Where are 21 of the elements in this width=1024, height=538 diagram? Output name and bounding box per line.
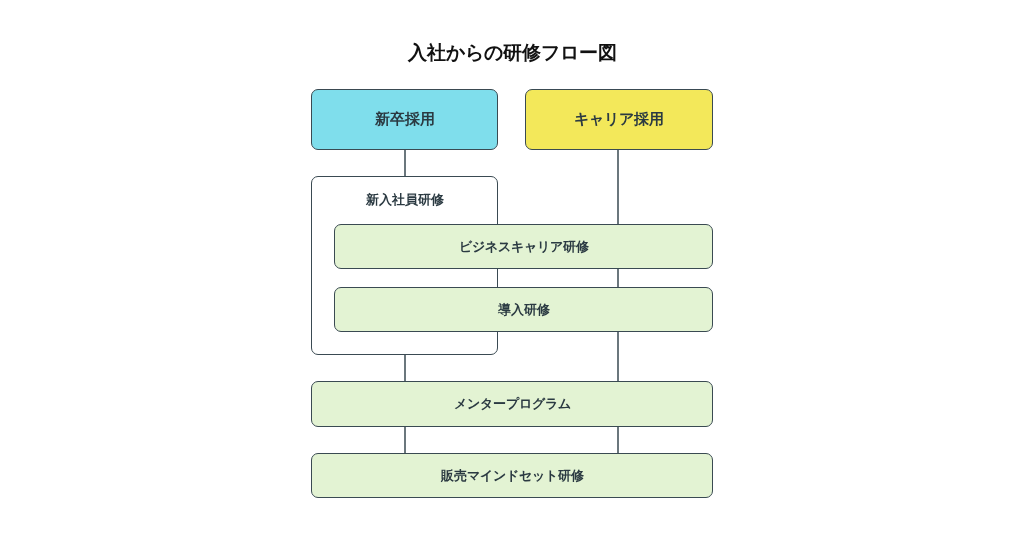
training-box [311, 453, 713, 498]
diagram-title: 入社からの研修フロー図 [406, 40, 618, 65]
connector-line [617, 268, 619, 288]
training-box [334, 287, 713, 332]
training-box [311, 381, 713, 427]
connector-line [617, 331, 619, 382]
connector-line [404, 426, 406, 454]
hiring-box [525, 89, 713, 150]
hiring-box [311, 89, 498, 150]
training-box [334, 224, 713, 269]
node-label: メンタープログラム [453, 395, 571, 413]
connector-line [617, 426, 619, 454]
node-label: 販売マインドセット研修 [440, 466, 584, 485]
connector-line [617, 149, 619, 225]
node-label: 導入研修 [497, 300, 550, 319]
connector-line [404, 354, 406, 382]
node-label: 新入社員研修 [365, 191, 444, 209]
connector-line [404, 149, 406, 177]
node-label: 新卒採用 [374, 110, 435, 129]
node-label: キャリア採用 [574, 110, 664, 129]
node-label: ビジネスキャリア研修 [458, 237, 589, 256]
